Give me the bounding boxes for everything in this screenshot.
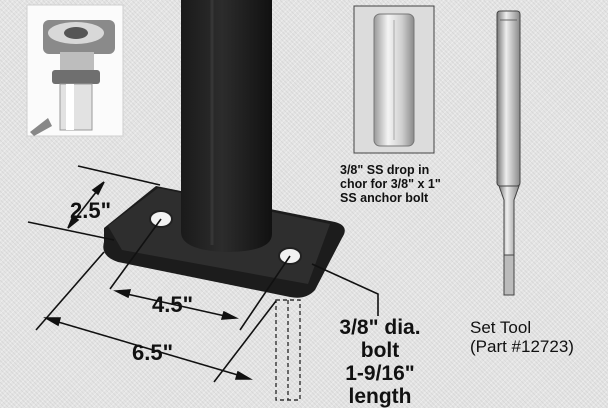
set-tool — [496, 10, 521, 296]
bolt-outline — [275, 299, 301, 401]
bolt-spec-line-3: 1-9/16" — [345, 362, 415, 385]
bolt-spec-line-2: bolt — [360, 339, 400, 362]
anchor-caption-line-1: 3/8" SS drop in — [340, 163, 430, 177]
bolt-spec-line-4: length — [348, 385, 412, 408]
post — [181, 0, 272, 252]
length-dimension-label: 6.5" — [132, 340, 174, 365]
set-tool-caption-line-2: (Part #12723) — [470, 337, 574, 356]
hardware-photo — [26, 4, 124, 137]
bolt-spec-line-1: 3/8" dia. — [339, 316, 421, 339]
anchor-caption: 3/8" SS drop in chor for 3/8" x 1" SS an… — [340, 163, 441, 205]
set-tool-caption-line-1: Set Tool — [470, 318, 532, 337]
dimension-lines — [27, 165, 379, 383]
hole-spacing-dimension-label: 4.5" — [152, 292, 194, 317]
bolt-spec-label: 3/8" dia. bolt 1-9/16" length — [318, 316, 442, 408]
anchor-caption-line-2: chor for 3/8" x 1" — [340, 177, 441, 191]
anchor-photo — [353, 5, 435, 154]
set-tool-caption: Set Tool (Part #12723) — [470, 318, 574, 356]
width-dimension-label: 2.5" — [70, 198, 112, 223]
anchor-caption-line-3: SS anchor bolt — [340, 191, 429, 205]
